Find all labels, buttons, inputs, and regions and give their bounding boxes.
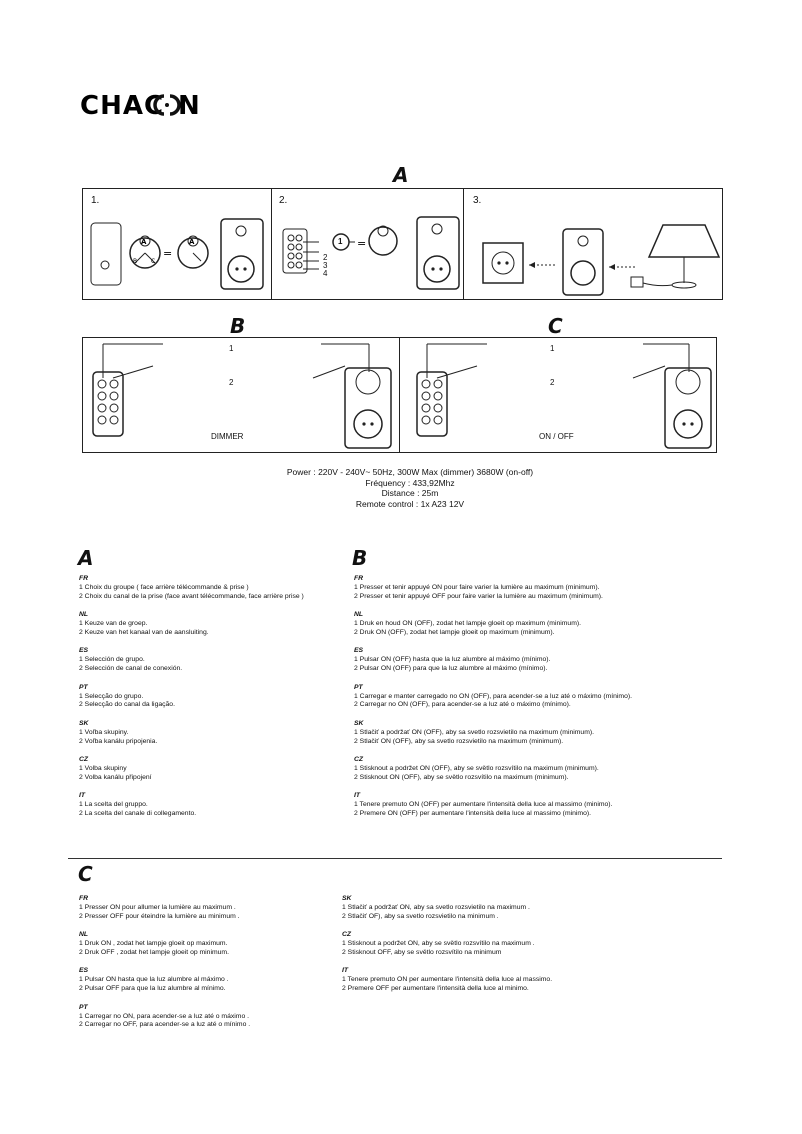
chacon-logo: CHAC N xyxy=(80,90,240,123)
channel-1-label: 1 xyxy=(338,237,343,246)
spec-distance: Distance : 25m xyxy=(381,488,439,498)
svg-text:C: C xyxy=(151,258,155,265)
panel-3-number: 3. xyxy=(473,195,482,206)
section-a-title: A xyxy=(78,546,94,570)
svg-text:=: = xyxy=(357,237,366,250)
figure-bc-illustration xyxy=(92,343,712,449)
figure-c-step-1: 1 xyxy=(550,344,555,353)
spec-remote: Remote control : 1x A23 12V xyxy=(355,498,465,509)
figure-b-dimmer-label: DIMMER xyxy=(211,432,244,441)
channel-3-label: 3 xyxy=(323,261,328,270)
figure-a-title: A xyxy=(393,163,409,187)
figure-c-title: C xyxy=(548,314,563,338)
spec-power: Power : 220V - 240V~ 50Hz, 300W Max (dim… xyxy=(286,467,534,477)
figure-a-panel: 1. 2. 3. A B C = A = xyxy=(82,188,723,300)
figure-c-onoff-label: ON / OFF xyxy=(539,432,574,441)
svg-text:A: A xyxy=(141,238,147,246)
figure-c-step-2: 2 xyxy=(550,378,555,387)
spec-frequency: Fréquency : 433,92Mhz xyxy=(365,477,455,488)
section-divider xyxy=(68,858,722,859)
channel-2-label: 2 xyxy=(323,253,328,262)
figure-a-illustration: A B C = A = xyxy=(90,216,721,296)
figure-b-step-2: 2 xyxy=(229,378,234,387)
panel-1-number: 1. xyxy=(91,195,100,206)
svg-text:=: = xyxy=(163,247,172,260)
section-b-title: B xyxy=(352,546,368,570)
svg-text:A: A xyxy=(189,238,195,246)
chacon-logo-mark: CHAC N xyxy=(80,91,201,121)
figure-b-step-1: 1 xyxy=(229,344,234,353)
figure-b-title: B xyxy=(230,314,246,338)
svg-text:B: B xyxy=(133,258,137,265)
panel-2-number: 2. xyxy=(279,195,288,206)
channel-4-label: 4 xyxy=(323,269,328,278)
specifications: Power : 220V - 240V~ 50Hz, 300W Max (dim… xyxy=(240,467,580,509)
section-c-title: C xyxy=(78,862,93,886)
figure-bc-panel: 1 2 DIMMER 1 2 ON / OFF xyxy=(82,337,717,453)
svg-text:N: N xyxy=(178,91,201,120)
svg-text:CHAC: CHAC xyxy=(80,91,164,120)
